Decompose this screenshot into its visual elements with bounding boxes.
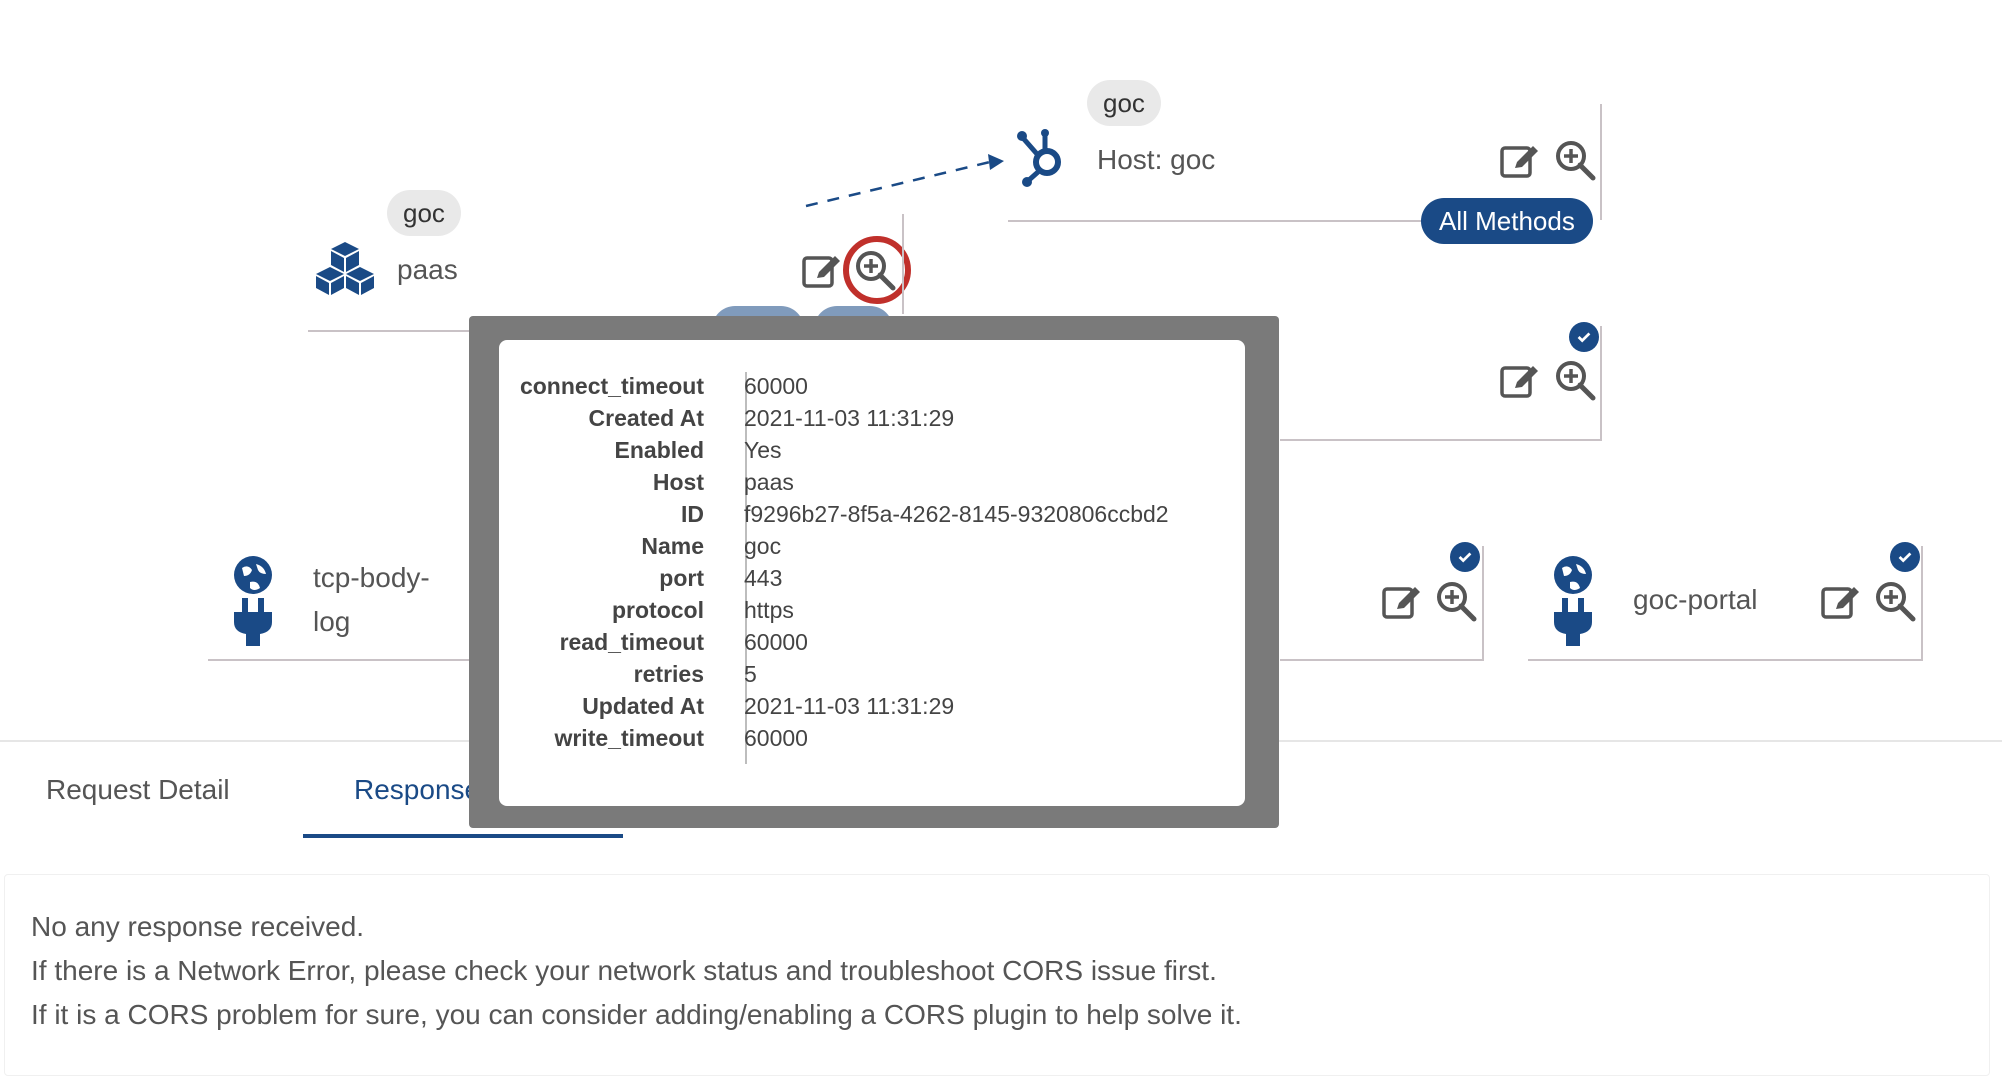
popup-row-value: goc bbox=[744, 533, 782, 559]
plugin-partial-zoom-button[interactable] bbox=[1434, 579, 1478, 623]
popup-row: Name goc bbox=[499, 530, 1245, 562]
service-card-border bbox=[902, 214, 904, 314]
edit-icon bbox=[1500, 146, 1538, 178]
plugin-goc-portal-zoom-button[interactable] bbox=[1873, 579, 1917, 623]
plugin-tcp-card-bottom bbox=[208, 659, 472, 661]
edit-icon bbox=[1821, 587, 1859, 619]
host-edit-button[interactable] bbox=[1497, 138, 1541, 182]
plugin-tcp-label-line2: log bbox=[313, 606, 351, 637]
popup-row: read_timeout 60000 bbox=[499, 626, 1245, 658]
popup-row-key: Created At bbox=[588, 405, 704, 431]
plugin-partial-card-border bbox=[1482, 546, 1484, 660]
node2-edit-button[interactable] bbox=[1497, 358, 1541, 402]
check-icon bbox=[1450, 542, 1480, 572]
tab-request-detail[interactable]: Request Detail bbox=[46, 774, 230, 805]
popup-row-key: read_timeout bbox=[559, 629, 704, 655]
zoom-in-icon bbox=[1556, 361, 1596, 401]
edit-icon bbox=[1382, 587, 1420, 619]
popup-row-value: https bbox=[744, 597, 794, 623]
service-label: paas bbox=[397, 254, 458, 285]
popup-row-value: 60000 bbox=[744, 373, 808, 399]
host-zoom-button[interactable] bbox=[1553, 138, 1597, 182]
popup-row-key: Enabled bbox=[614, 437, 704, 463]
plugin-goc-portal-card-bottom bbox=[1528, 659, 1923, 661]
popup-row: write_timeout 60000 bbox=[499, 722, 1245, 754]
popup-row-key: Name bbox=[641, 533, 704, 559]
popup-row-key: port bbox=[659, 565, 704, 591]
host-card-bottom bbox=[1008, 220, 1488, 222]
popup-row-value: Yes bbox=[744, 437, 782, 463]
zoom-in-icon bbox=[1556, 141, 1596, 181]
response-line-3: If it is a CORS problem for sure, you ca… bbox=[31, 999, 1242, 1030]
response-line-2: If there is a Network Error, please chec… bbox=[31, 955, 1217, 986]
service-card-bottom bbox=[308, 330, 478, 332]
plugin-partial-edit-button[interactable] bbox=[1379, 579, 1423, 623]
popup-row-key: protocol bbox=[612, 597, 704, 623]
plugin-goc-portal-label: goc-portal bbox=[1633, 584, 1758, 615]
plug-globe-icon bbox=[1550, 554, 1596, 648]
tab-active-indicator bbox=[303, 834, 623, 838]
popup-row-value: 2021-11-03 11:31:29 bbox=[744, 405, 955, 431]
popup-row-value: 2021-11-03 11:31:29 bbox=[744, 693, 955, 719]
popup-row-key: connect_timeout bbox=[519, 373, 704, 399]
zoom-in-icon bbox=[1437, 582, 1477, 622]
zoom-in-icon bbox=[1876, 582, 1916, 622]
plugin-goc-portal-card-border bbox=[1921, 546, 1923, 660]
plugin-partial-card-bottom bbox=[1280, 659, 1484, 661]
methods-badge: All Methods bbox=[1421, 198, 1593, 244]
popup-row: Updated At 2021-11-03 11:31:29 bbox=[499, 690, 1245, 722]
edit-icon bbox=[1500, 366, 1538, 398]
connector-arrow bbox=[805, 154, 1004, 208]
node2-zoom-button[interactable] bbox=[1553, 358, 1597, 402]
popup-row: Enabled Yes bbox=[499, 434, 1245, 466]
service-tag: goc bbox=[387, 190, 461, 236]
check-icon bbox=[1569, 322, 1599, 352]
popup-row: port 443 bbox=[499, 562, 1245, 594]
popup-row-value: paas bbox=[744, 469, 794, 495]
popup-row-key: ID bbox=[681, 501, 704, 527]
popup-row: connect_timeout 60000 bbox=[499, 370, 1245, 402]
popup-row-key: Updated At bbox=[582, 693, 704, 719]
node2-card-bottom bbox=[1280, 439, 1602, 441]
check-icon bbox=[1890, 542, 1920, 572]
response-line-1: No any response received. bbox=[31, 911, 365, 942]
popup-row-key: retries bbox=[633, 661, 704, 687]
highlight-circle bbox=[843, 236, 911, 304]
popup-row-key: Host bbox=[652, 469, 704, 495]
host-card-border bbox=[1600, 104, 1602, 220]
plugin-tcp-label-line1: tcp-body- bbox=[313, 562, 430, 593]
popup-row: protocol https bbox=[499, 594, 1245, 626]
popup-row: Host paas bbox=[499, 466, 1245, 498]
node2-card-border bbox=[1600, 326, 1602, 440]
popup-row-key: write_timeout bbox=[554, 725, 704, 751]
plugin-goc-portal-edit-button[interactable] bbox=[1818, 579, 1862, 623]
popup-separator bbox=[745, 372, 747, 764]
service-edit-button[interactable] bbox=[799, 248, 843, 292]
popup-row-value: 443 bbox=[744, 565, 783, 591]
cubes-icon bbox=[315, 240, 375, 296]
popup-row: retries 5 bbox=[499, 658, 1245, 690]
plug-globe-icon bbox=[230, 554, 276, 648]
popup-row-value: 60000 bbox=[744, 629, 808, 655]
popup-row: Created At 2021-11-03 11:31:29 bbox=[499, 402, 1245, 434]
popup-row-value: f9296b27-8f5a-4262-8145-9320806ccbd2 bbox=[744, 501, 1169, 527]
edit-icon bbox=[802, 256, 840, 288]
popup-row-value: 60000 bbox=[744, 725, 808, 751]
host-label: Host: goc bbox=[1097, 144, 1216, 175]
popup-row-value: 5 bbox=[744, 661, 757, 687]
response-panel: No any response received. If there is a … bbox=[4, 874, 1990, 1076]
popup-row: ID f9296b27-8f5a-4262-8145-9320806ccbd2 bbox=[499, 498, 1245, 530]
host-tag: goc bbox=[1087, 80, 1161, 126]
hub-icon bbox=[1015, 128, 1075, 188]
